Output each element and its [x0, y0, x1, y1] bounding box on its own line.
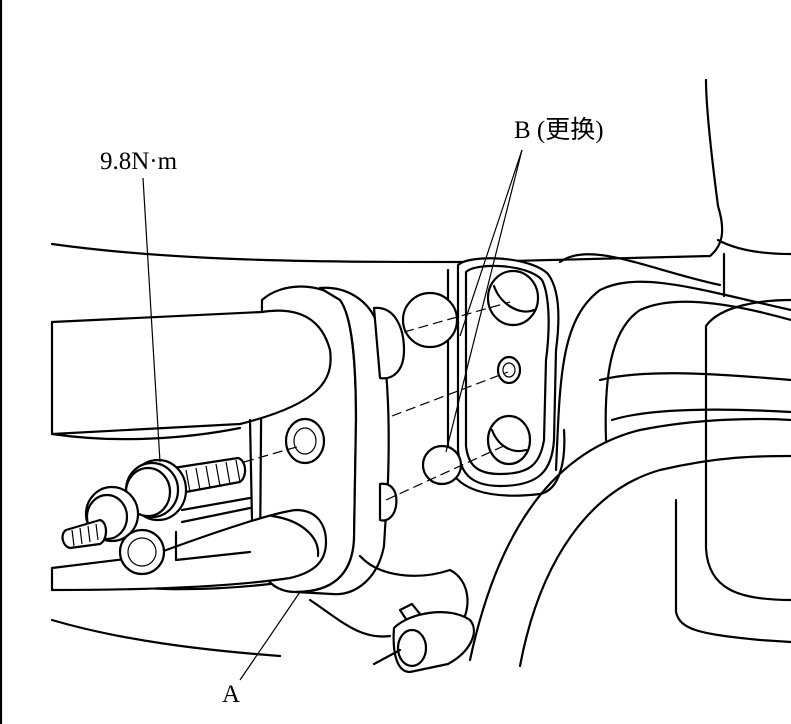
bracket-a	[50, 285, 406, 596]
callout-b-replace: B (更换)	[514, 117, 604, 144]
torque-spec-label: 9.8N·m	[100, 148, 178, 175]
hose-clamp	[308, 554, 475, 674]
callout-a: A	[222, 681, 241, 708]
pipe-assembly	[468, 253, 791, 668]
leader-lines	[142, 149, 523, 681]
grommet-b-lower	[421, 444, 463, 486]
mounting-plate-b	[401, 257, 566, 497]
alignment-lines	[243, 301, 511, 501]
grommet-b-upper	[401, 291, 459, 349]
bolt-assembly	[61, 456, 252, 576]
